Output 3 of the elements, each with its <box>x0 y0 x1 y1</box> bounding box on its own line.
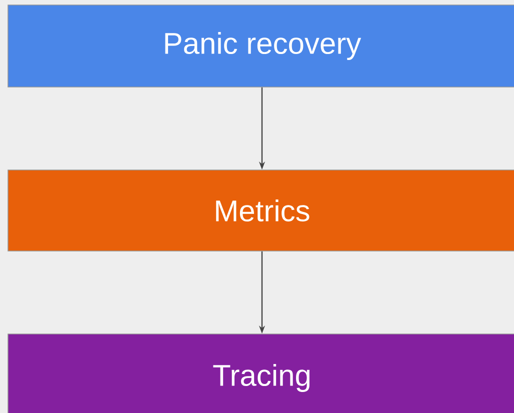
process-box: Panic recovery <box>8 4 514 88</box>
process-box: Metrics <box>8 170 514 252</box>
process-box: Tracing <box>8 334 514 413</box>
